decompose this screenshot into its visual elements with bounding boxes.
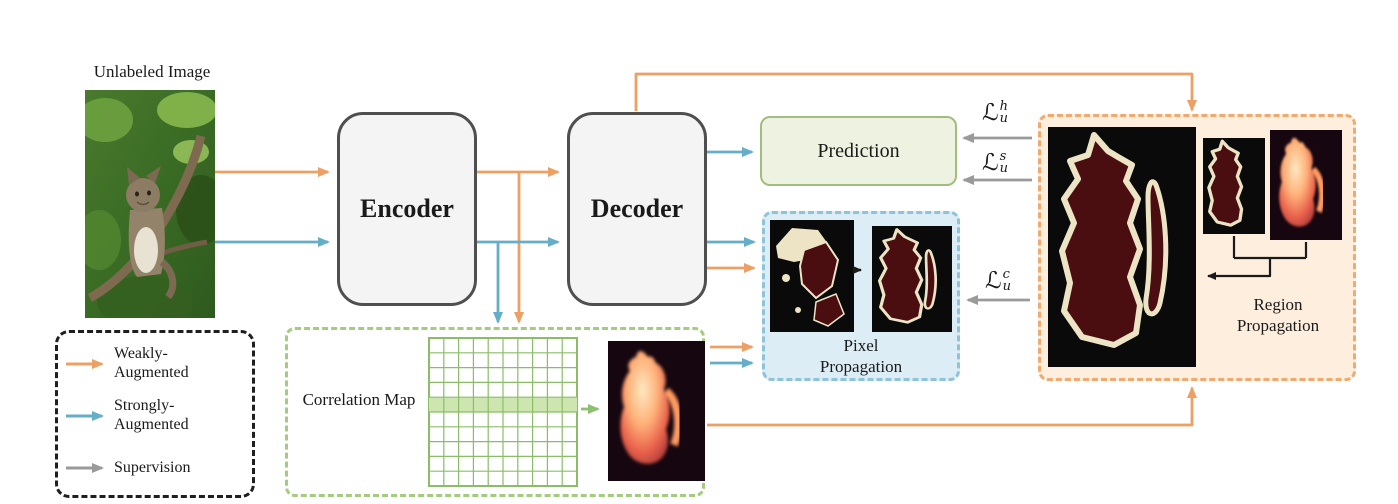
pixel-mask-clean-illustration [872, 226, 952, 332]
region-mask-large [1048, 127, 1196, 367]
loss-h-subscript: u [999, 111, 1008, 126]
pixel-mask-noisy-illustration [770, 220, 854, 332]
legend-label-supervision: Supervision [114, 459, 191, 476]
correlation-grid [428, 337, 578, 487]
loss-s-subscript: u [999, 161, 1008, 176]
unlabeled-image-label: Unlabeled Image [93, 62, 211, 81]
legend-label-strongly: Strongly-Augmented [114, 397, 189, 434]
legend-box [55, 330, 255, 498]
pixel-mask-clean [872, 226, 952, 332]
correlation-heatmap [608, 341, 705, 481]
unlabeled-image [85, 90, 215, 318]
pixel-propagation-label: Pixel Propagation [819, 336, 903, 376]
region-heatmap-small [1270, 130, 1342, 240]
prediction-box: Prediction [760, 116, 957, 186]
arrow-weak-decoder-to-region-propagation [634, 72, 1197, 112]
correlation-grid-illustration [428, 337, 578, 487]
loss-s-superscript: s [999, 149, 1007, 164]
pixel-mask-noisy [770, 220, 854, 332]
loss-c-superscript: c [1002, 267, 1010, 282]
encoder-label: Encoder [360, 194, 454, 223]
region-heatmap-small-illustration [1270, 130, 1342, 240]
arrow-weak-correlation-to-region-propagation [707, 386, 1197, 427]
region-mask-small [1203, 138, 1265, 234]
loss-s-symbol: ℒ [982, 150, 999, 176]
decoder-label: Decoder [590, 194, 684, 223]
region-mask-large-illustration [1048, 127, 1196, 367]
cat-photo-illustration [85, 90, 215, 318]
loss-c-symbol: ℒ [985, 268, 1002, 294]
region-mask-small-illustration [1203, 138, 1265, 234]
correlation-map-label: Correlation Map [302, 390, 416, 409]
region-propagation-label: Region Propagation [1236, 295, 1320, 335]
prediction-label: Prediction [817, 139, 900, 162]
loss-h-symbol: ℒ [982, 100, 999, 126]
loss-c-subscript: u [1002, 279, 1011, 294]
decoder-box: Decoder [567, 112, 707, 306]
correlation-heatmap-illustration [608, 341, 705, 481]
legend-label-weakly: Weakly-Augmented [114, 345, 189, 382]
encoder-box: Encoder [337, 112, 477, 306]
